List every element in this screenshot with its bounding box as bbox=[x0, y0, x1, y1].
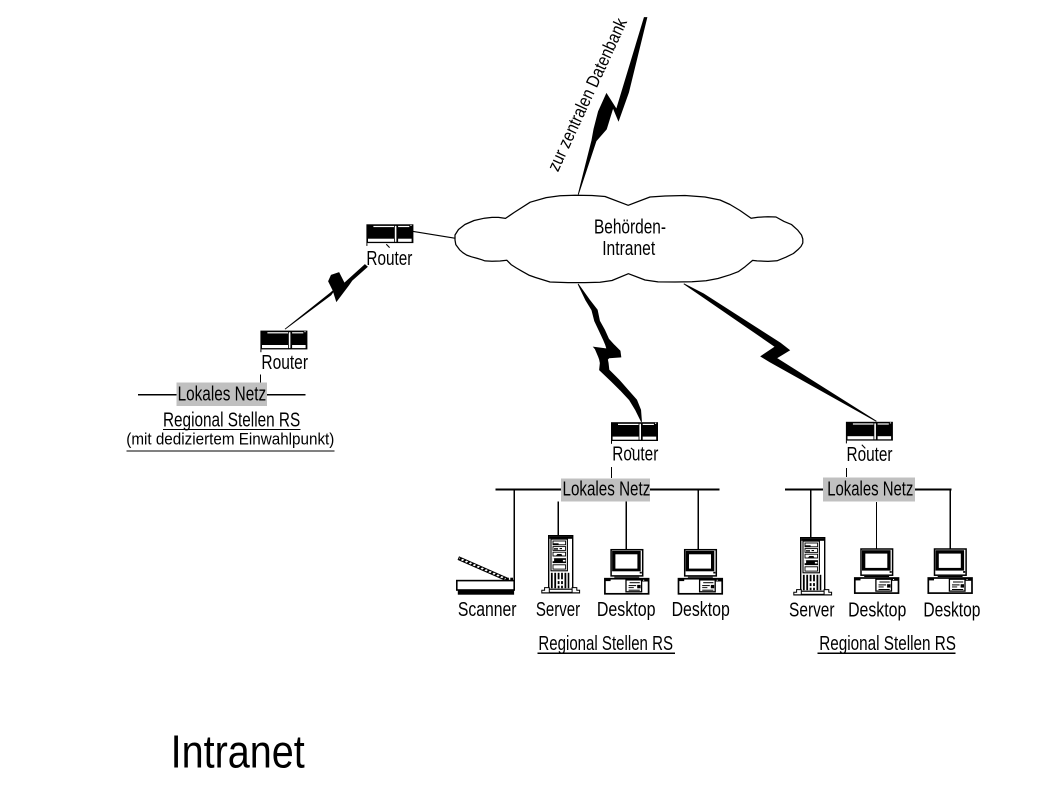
svg-text:Lokales Netz: Lokales Netz bbox=[178, 383, 267, 405]
svg-text:Regional Stellen RS: Regional Stellen RS bbox=[819, 633, 956, 655]
svg-text:Router: Router bbox=[261, 352, 308, 374]
svg-text:Server: Server bbox=[536, 599, 581, 621]
svg-text:Behörden-: Behörden- bbox=[594, 216, 666, 238]
svg-text:Server: Server bbox=[789, 599, 835, 621]
svg-text:Desktop: Desktop bbox=[923, 599, 980, 621]
svg-text:Intranet: Intranet bbox=[171, 726, 305, 778]
svg-text:Lokales Netz: Lokales Netz bbox=[827, 479, 913, 501]
svg-text:Router: Router bbox=[847, 444, 893, 466]
svg-text:Intranet: Intranet bbox=[602, 238, 655, 260]
svg-text:Scanner: Scanner bbox=[458, 599, 517, 621]
svg-text:Router: Router bbox=[612, 444, 658, 466]
svg-text:Desktop: Desktop bbox=[672, 599, 730, 621]
svg-text:Regional Stellen RS: Regional Stellen RS bbox=[538, 633, 673, 655]
svg-text:Lokales Netz: Lokales Netz bbox=[563, 479, 651, 501]
svg-text:(mit dediziertem Einwahlpunkt): (mit dediziertem Einwahlpunkt) bbox=[126, 430, 334, 449]
svg-text:Desktop: Desktop bbox=[848, 599, 906, 621]
svg-text:Router: Router bbox=[366, 248, 412, 270]
svg-text:Desktop: Desktop bbox=[597, 599, 656, 621]
svg-text:Regional Stellen RS: Regional Stellen RS bbox=[163, 410, 300, 432]
